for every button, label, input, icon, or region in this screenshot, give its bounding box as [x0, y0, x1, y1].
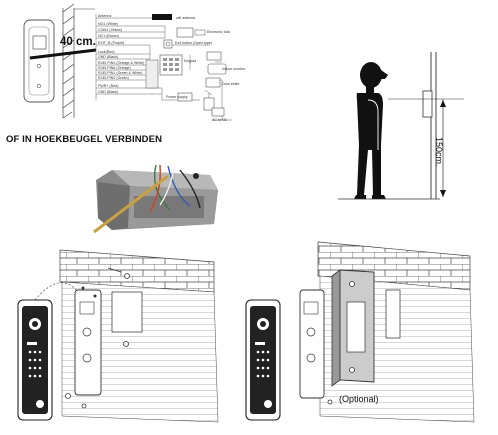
wire-label: NO1 (White) [98, 22, 118, 26]
person-silhouette [354, 62, 388, 199]
device-label: Power supply [166, 95, 188, 99]
wire-label: RJ45 PIN1 (Green & White) [98, 71, 142, 75]
svg-text:wifi antenna: wifi antenna [176, 16, 195, 20]
wire-label: RJ45 PIN3 (Orange & White) [98, 61, 144, 65]
distance-label: 40 cm. [60, 36, 96, 48]
corner-bracket-heading: OF IN HOEKBEUGEL VERBINDEN [6, 134, 163, 145]
device-label: Electronic lock [207, 30, 230, 34]
optional-label: (Optional) [339, 394, 379, 404]
device-label: Indoor monitor [222, 67, 246, 71]
device-label: Keypad [184, 59, 196, 63]
wire-label: Lock(Red) [98, 50, 115, 54]
wire-label: EXIT_B (Purple) [98, 41, 124, 45]
device-label: Door strike [222, 82, 239, 86]
wire-label: RJ45 PIN2 (Green) [98, 76, 129, 80]
wire-label: GND (Black) [98, 55, 118, 59]
wire-label: RJ45 PIN6 (Orange) [98, 66, 131, 70]
wire-label: NC1 (Brown) [98, 34, 119, 38]
device-label: Exit button (Open type) [175, 41, 212, 45]
wire-label: COM1 (Yellow) [98, 28, 122, 32]
wire-label: PWR+ (Red) [98, 84, 118, 88]
device-label: AC to NC [212, 118, 228, 122]
wire-label: GND (Black) [98, 90, 118, 94]
wire-label: Antenna [98, 14, 111, 18]
